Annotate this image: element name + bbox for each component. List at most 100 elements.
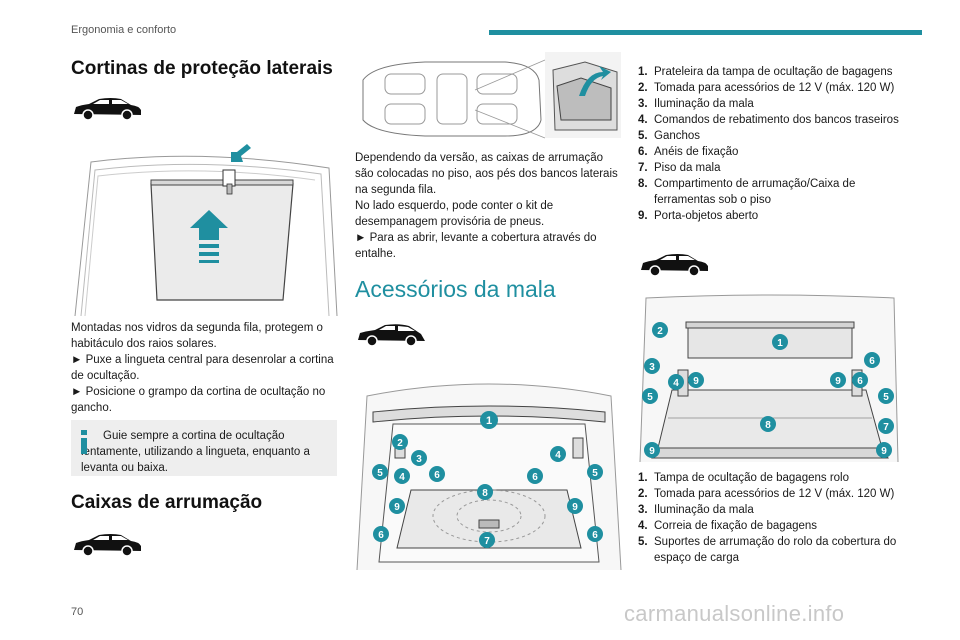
list-number: 4. <box>638 520 648 532</box>
callout-label: 8 <box>482 488 488 499</box>
callout-label: 7 <box>883 422 889 433</box>
side-curtain-text: Montadas nos vidros da segunda fila, pro… <box>71 320 339 416</box>
paragraph: ► Para as abrir, levante a cobertura atr… <box>355 232 597 260</box>
callout-label: 2 <box>657 326 663 337</box>
list-item: 7. Piso da mala <box>638 160 918 176</box>
suv-car-icon <box>358 324 425 347</box>
callout-label: 6 <box>592 530 598 541</box>
list-text: Tomada para acessórios de 12 V (máx. 120… <box>654 82 895 94</box>
watermark: carmanualsonline.info <box>624 601 845 626</box>
section-title-boot-accessories: Acessórios da mala <box>355 276 556 302</box>
callout-label: 4 <box>399 472 405 483</box>
callout-label: 9 <box>394 502 400 513</box>
callout-label: 6 <box>378 530 384 541</box>
list-number: 1. <box>638 66 648 78</box>
list-number: 6. <box>638 146 648 158</box>
callout-label: 8 <box>765 420 771 431</box>
list-item: 9. Porta-objetos aberto <box>638 208 918 224</box>
list-number: 7. <box>638 162 648 174</box>
list-text: Compartimento de arrumação/Caixa de ferr… <box>654 178 856 206</box>
boot-accessories-list-2: 1. Tampa de ocultação de bagagens rolo 2.… <box>638 470 918 566</box>
callout-label: 2 <box>397 438 403 449</box>
list-item: 3. Iluminação da mala <box>638 502 918 518</box>
callout-label: 3 <box>649 362 655 373</box>
list-item: 5. Suportes de arrumação do rolo da cober… <box>638 534 918 566</box>
list-text: Piso da mala <box>654 162 721 174</box>
list-text: Prateleira da tampa de ocultação de baga… <box>654 66 893 78</box>
section-title-side-curtains: Cortinas de proteção laterais <box>71 58 333 79</box>
list-item: 8. Compartimento de arrumação/Caixa de fe… <box>638 176 918 208</box>
note-text: Guie sempre a cortina de ocultação lenta… <box>81 430 310 474</box>
callout-label: 5 <box>377 468 383 479</box>
callout-label: 5 <box>647 392 653 403</box>
callout-label: 1 <box>777 338 783 349</box>
section-title-storage: Caixas de arrumação <box>71 492 263 513</box>
list-item: 2. Tomada para acessórios de 12 V (máx. 1… <box>638 80 918 96</box>
suv-car-icon <box>641 254 708 277</box>
boot-accessories-list-1: 1. Prateleira da tampa de ocultação de ba… <box>638 64 918 224</box>
list-item: 4. Correia de fixação de bagagens <box>638 518 918 534</box>
list-number: 2. <box>638 82 648 94</box>
list-item: 5. Ganchos <box>638 128 918 144</box>
callout-label: 6 <box>857 376 863 387</box>
list-text: Comandos de rebatimento dos bancos trase… <box>654 114 899 126</box>
boot-accessories-figure-1: 1 2 3 4 5 5 6 6 6 6 7 8 9 9 4 <box>356 383 622 570</box>
suv-car-icon <box>74 534 141 557</box>
list-text: Correia de fixação de bagagens <box>654 520 818 532</box>
callout-label: 1 <box>486 415 492 427</box>
callout-label: 6 <box>532 472 538 483</box>
list-number: 3. <box>638 98 648 110</box>
list-text: Tampa de ocultação de bagagens rolo <box>654 472 850 484</box>
storage-box-text: Dependendo da versão, as caixas de arrum… <box>355 150 623 262</box>
list-item: 2.Tomada para acessórios de 12 V (máx. 1… <box>638 486 918 502</box>
callout-label: 9 <box>835 376 841 387</box>
list-number: 5. <box>638 130 648 142</box>
callout-label: 3 <box>416 454 422 465</box>
list-number: 8. <box>638 178 648 190</box>
callout-markers: 1 2 3 4 5 6 9 9 6 5 7 8 9 9 <box>642 322 894 458</box>
callout-label: 5 <box>592 468 598 479</box>
storage-box-figure <box>362 52 621 139</box>
callout-markers: 1 2 3 4 5 5 6 6 6 6 7 8 9 9 4 <box>372 411 603 548</box>
list-text: Iluminação da mala <box>654 98 754 110</box>
callout-label: 9 <box>572 502 578 513</box>
paragraph: ► Puxe a lingueta central para desenrola… <box>71 354 334 382</box>
callout-label: 4 <box>555 450 561 461</box>
list-item: 4. Comandos de rebatimento dos bancos tra… <box>638 112 918 128</box>
callout-label: 5 <box>883 392 889 403</box>
callout-label: 6 <box>434 470 440 481</box>
list-item: 6. Anéis de fixação <box>638 144 918 160</box>
callout-label: 9 <box>881 446 887 457</box>
list-text: Anéis de fixação <box>654 146 739 158</box>
callout-label: 6 <box>869 356 875 367</box>
list-text: Ganchos <box>654 130 701 142</box>
paragraph: No lado esquerdo, pode conter o kit de d… <box>355 200 554 228</box>
paragraph: Dependendo da versão, as caixas de arrum… <box>355 152 618 196</box>
list-number: 2. <box>638 488 648 500</box>
page-number: 70 <box>71 606 84 618</box>
paragraph: Montadas nos vidros da segunda fila, pro… <box>71 322 323 350</box>
info-icon <box>81 430 87 454</box>
callout-label: 9 <box>649 446 655 457</box>
list-text: Suportes de arrumação do rolo da cobertu… <box>654 536 897 564</box>
list-item: 3. Iluminação da mala <box>638 96 918 112</box>
info-note: Guie sempre a cortina de ocultação lenta… <box>71 420 337 476</box>
suv-car-icon <box>74 98 141 121</box>
list-item: 1. Tampa de ocultação de bagagens rolo <box>638 470 918 486</box>
list-item: 1. Prateleira da tampa de ocultação de ba… <box>638 64 918 80</box>
header-accent-bar <box>489 30 922 35</box>
list-number: 5. <box>638 536 648 548</box>
list-text: Porta-objetos aberto <box>654 210 759 222</box>
callout-label: 7 <box>484 536 490 547</box>
paragraph: ► Posicione o grampo da cortina de ocult… <box>71 386 326 414</box>
running-header: Ergonomia e conforto <box>71 24 177 36</box>
callout-label: 4 <box>673 378 679 389</box>
boot-accessories-figure-2: 1 2 3 4 5 6 9 9 6 5 7 8 9 9 <box>639 294 899 462</box>
callout-label: 9 <box>693 376 699 387</box>
list-number: 1. <box>638 472 648 484</box>
list-number: 4. <box>638 114 648 126</box>
list-text: Iluminação da mala <box>654 504 754 516</box>
list-number: 3. <box>638 504 648 516</box>
list-number: 9. <box>638 210 648 222</box>
side-curtain-figure <box>74 144 338 317</box>
